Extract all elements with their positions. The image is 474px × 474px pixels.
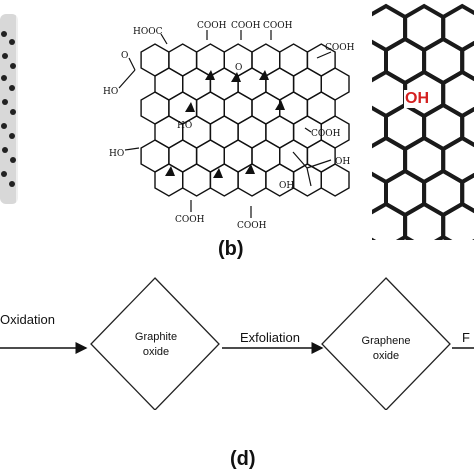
graphite-oxide-line1: Graphite [134, 331, 178, 343]
step-partial: F [462, 330, 470, 345]
hexagon-ring [441, 201, 474, 240]
hydroxyl-group: HO [177, 121, 192, 131]
cooh-group: COOH [175, 215, 205, 225]
hydroxyl-group: HO [103, 87, 118, 97]
hexagon-ring [209, 163, 239, 197]
step-exfoliation: Exfoliation [240, 330, 300, 345]
epoxy-oxygen: O [235, 63, 242, 73]
panel-d-label: (d) [230, 448, 256, 470]
hooc-group: HOOC [133, 27, 163, 37]
cooh-group: COOH [237, 221, 267, 231]
hydroxyl-group: OH [335, 157, 350, 167]
hexagon-ring [154, 163, 184, 197]
ketone-oxygen: O [121, 51, 128, 61]
cooh-group: COOH [263, 21, 293, 31]
cooh-group: COOH [311, 129, 341, 139]
process-flow [0, 277, 474, 410]
cooh-group: COOH [197, 21, 227, 31]
cooh-group: COOH [231, 21, 261, 31]
hexagon-ring [320, 163, 350, 197]
graphite-oxide-node [90, 277, 220, 410]
graphene-oxide-structure: HOOC COOH COOH COOH COOH COOH COOH COOH … [103, 21, 355, 231]
hexagon-ring [372, 201, 408, 240]
graphene-oxide-node [321, 277, 451, 410]
graphite-oxide-label: Graphite oxide [118, 330, 194, 360]
graphene-oxide-line2: oxide [372, 350, 400, 362]
graphene-oxide-line1: Graphene [361, 335, 411, 347]
graphene-oxide-label: Graphene oxide [348, 334, 424, 364]
nanotube-illustration [0, 14, 22, 204]
hydroxylated-graphene-sheet [372, 3, 474, 240]
hexagon-ring [181, 163, 212, 197]
step-oxidation: Oxidation [0, 312, 55, 327]
hydroxyl-label: OH [404, 90, 430, 108]
cooh-group: COOH [325, 43, 355, 53]
hydroxyl-group: OH [279, 181, 294, 191]
graphite-oxide-line2: oxide [142, 346, 170, 358]
panel-b-label: (b) [218, 238, 244, 260]
hexagon-ring [265, 163, 295, 197]
hexagon-ring [403, 201, 446, 240]
hydroxyl-group: HO [109, 149, 124, 159]
